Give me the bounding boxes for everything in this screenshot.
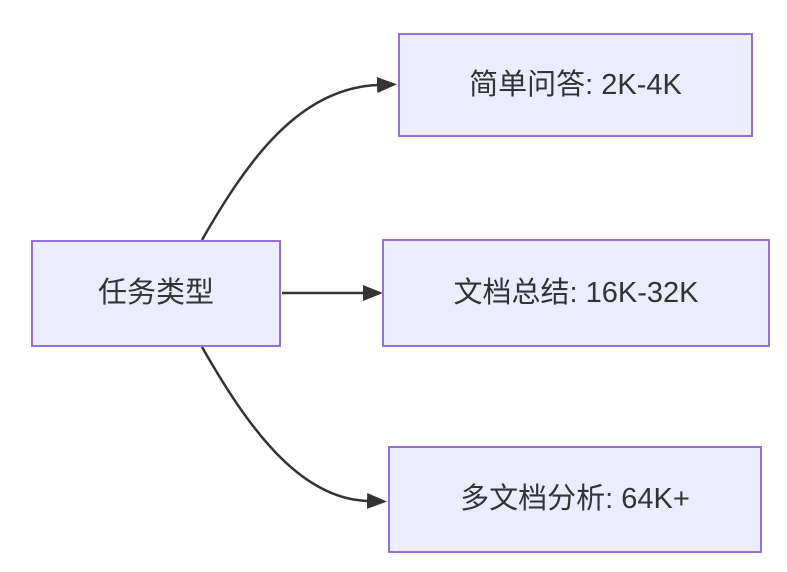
node-task-type-label: 任务类型 [97,277,214,310]
node-simple-qa: 简单问答: 2K-4K [398,33,753,137]
node-doc-summary: 文档总结: 16K-32K [382,239,770,347]
edge-task-type-to-simple-qa [200,77,397,241]
node-simple-qa-label: 简单问答: 2K-4K [469,68,682,101]
node-multi-doc: 多文档分析: 64K+ [388,446,762,553]
edge-task-type-to-multi-doc [200,346,387,509]
node-task-type: 任务类型 [31,240,281,347]
node-doc-summary-label: 文档总结: 16K-32K [453,276,699,309]
node-multi-doc-label: 多文档分析: 64K+ [460,483,690,516]
